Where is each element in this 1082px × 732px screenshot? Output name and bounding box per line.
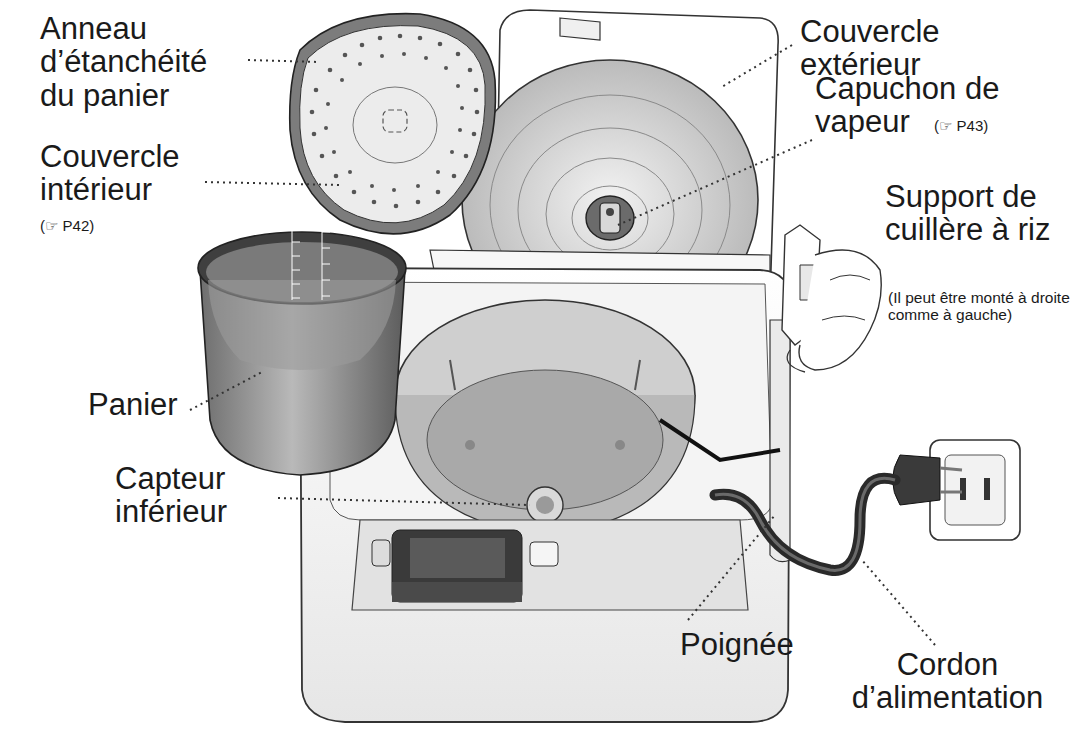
spoon-holder-hand: [660, 225, 881, 460]
inner-bowl: [198, 228, 406, 475]
part-name: Capteur inférieur: [115, 462, 285, 529]
part-name: Panier: [88, 388, 288, 421]
page-reference: (☞ P42): [40, 218, 130, 234]
part-name: Couvercle intérieur: [40, 140, 240, 207]
part-name: Anneau d’étanchéité du panier: [40, 12, 250, 112]
inner-lid: [290, 14, 496, 234]
power-outlet-cord: [715, 440, 1020, 570]
page-reference: (☞ P43): [934, 118, 1024, 134]
steam-cap: [586, 196, 634, 240]
part-name: Support de cuillère à riz: [885, 180, 1060, 247]
note: (Il peut être monté à droite comme à gau…: [888, 290, 1073, 323]
part-name: Poignée: [680, 628, 840, 661]
part-name: Cordon d’alimentation: [830, 648, 1065, 715]
